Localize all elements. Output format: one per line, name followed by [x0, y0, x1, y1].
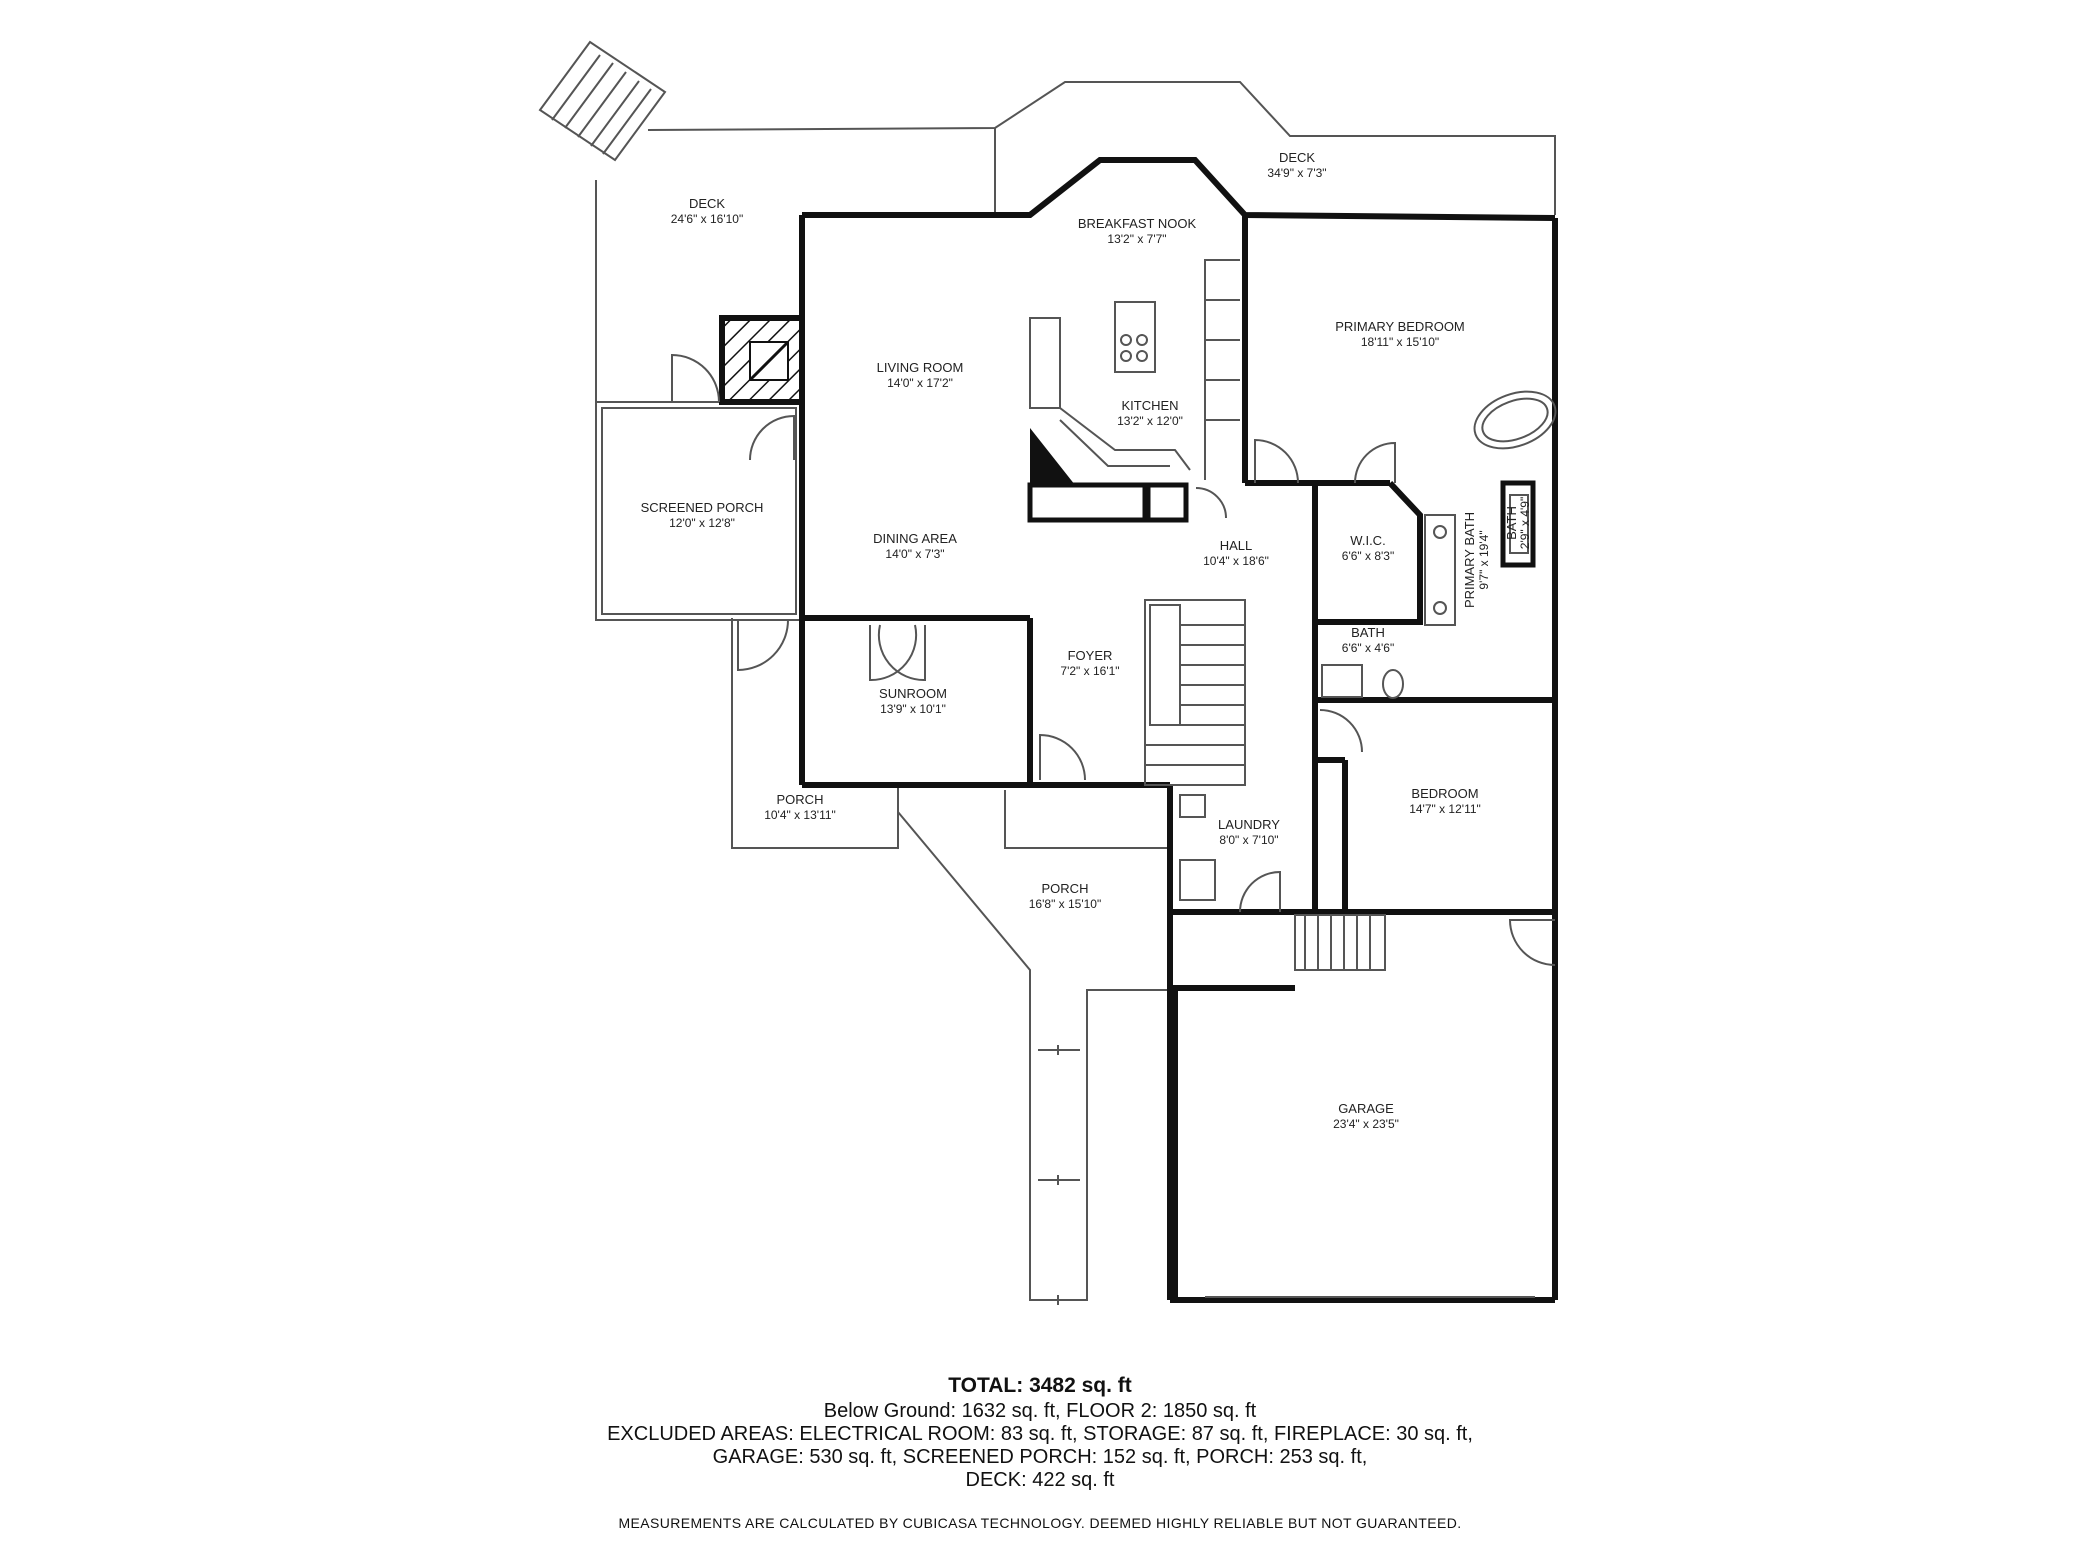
dims-living-room: 14'0" x 17'2" — [887, 376, 953, 390]
dims-primary-bath: 9'7" x 19'4" — [1477, 530, 1491, 589]
area-summary-line-1: Below Ground: 1632 sq. ft, FLOOR 2: 1850… — [823, 1400, 1257, 1422]
dims-deck-left: 24'6" x 16'10" — [671, 212, 744, 226]
label-primary-bedroom: PRIMARY BEDROOM — [1335, 319, 1465, 334]
label-laundry: LAUNDRY — [1218, 817, 1280, 832]
pantry — [1027, 482, 1148, 523]
label-garage: GARAGE — [1338, 1101, 1394, 1116]
dims-laundry: 8'0" x 7'10" — [1219, 833, 1278, 847]
kitchen-counter-right — [1204, 259, 1240, 480]
kitchen-triangle — [1030, 428, 1075, 485]
small-bath-box — [1500, 480, 1536, 568]
dims-deck-top: 34'9" x 7'3" — [1267, 166, 1326, 180]
label-bath: BATH — [1351, 625, 1385, 640]
label-porch-left: PORCH — [777, 792, 824, 807]
disclaimer: MEASUREMENTS ARE CALCULATED BY CUBICASA … — [618, 1515, 1462, 1531]
dims-sunroom: 13'9" x 10'1" — [880, 702, 946, 716]
kitchen-island — [1114, 301, 1156, 373]
label-porch-front: PORCH — [1042, 881, 1089, 896]
porch-front-outline — [897, 811, 1170, 1301]
label-breakfast-nook: BREAKFAST NOOK — [1078, 216, 1197, 231]
bathtub — [1473, 390, 1557, 450]
room-labels: DECK 24'6" x 16'10" DECK 34'9" x 7'3" BR… — [641, 150, 1532, 1131]
deck-top-outline — [647, 81, 1556, 215]
stairs — [1144, 599, 1386, 971]
kitchen-counter-l — [1030, 407, 1191, 471]
exterior-walls — [799, 157, 1558, 1303]
label-deck-left: DECK — [689, 196, 725, 211]
deck-stairs-corner — [538, 40, 667, 162]
wall-wic — [1312, 480, 1423, 625]
dims-breakfast-nook: 13'2" x 7'7" — [1107, 232, 1166, 246]
label-dining-area: DINING AREA — [873, 531, 957, 546]
label-screened-porch: SCREENED PORCH — [641, 500, 764, 515]
dims-small-bath: 2'9" x 4'9" — [1518, 497, 1532, 549]
label-hall: HALL — [1220, 538, 1253, 553]
dims-porch-left: 10'4" x 13'11" — [764, 808, 836, 822]
area-summary-line-4: DECK: 422 sq. ft — [965, 1469, 1115, 1491]
kitchen-counter-left — [1029, 317, 1061, 409]
label-sunroom: SUNROOM — [879, 686, 947, 701]
label-primary-bath: PRIMARY BATH — [1462, 512, 1477, 608]
dims-foyer: 7'2" x 16'1" — [1060, 664, 1119, 678]
label-foyer: FOYER — [1068, 648, 1113, 663]
dims-wic: 6'6" x 8'3" — [1342, 549, 1394, 563]
label-wic: W.I.C. — [1350, 533, 1385, 548]
label-deck-top: DECK — [1279, 150, 1315, 165]
porch-entry-step — [1004, 790, 1170, 849]
floor-plan: DECK 24'6" x 16'10" DECK 34'9" x 7'3" BR… — [538, 40, 1558, 1305]
label-small-bath: BATH — [1504, 506, 1519, 540]
porch-left-outline — [731, 618, 899, 849]
area-summary-line-3: GARAGE: 530 sq. ft, SCREENED PORCH: 152 … — [712, 1446, 1368, 1468]
dims-dining-area: 14'0" x 7'3" — [885, 547, 944, 561]
dims-bath: 6'6" x 4'6" — [1342, 641, 1394, 655]
dims-porch-front: 16'8" x 15'10" — [1029, 897, 1102, 911]
dims-kitchen: 13'2" x 12'0" — [1117, 414, 1183, 428]
dims-hall: 10'4" x 18'6" — [1203, 554, 1269, 568]
wall-living-top — [802, 157, 1556, 221]
area-summary-line-2: EXCLUDED AREAS: ELECTRICAL ROOM: 83 sq. … — [607, 1423, 1473, 1445]
closet-small — [1145, 482, 1189, 523]
door-swings — [671, 353, 1556, 966]
label-bedroom: BEDROOM — [1411, 786, 1478, 801]
label-living-room: LIVING ROOM — [877, 360, 964, 375]
dims-garage: 23'4" x 23'5" — [1333, 1117, 1399, 1131]
bath-fixtures — [1179, 390, 1557, 901]
label-kitchen: KITCHEN — [1121, 398, 1178, 413]
dims-primary-bedroom: 18'11" x 15'10" — [1361, 335, 1439, 349]
deck-outlines — [538, 40, 1556, 1305]
kitchen-fixtures — [1029, 259, 1240, 480]
dims-bedroom: 14'7" x 12'11" — [1409, 802, 1481, 816]
dims-screened-porch: 12'0" x 12'8" — [669, 516, 735, 530]
total-area: TOTAL: 3482 sq. ft — [948, 1374, 1132, 1397]
